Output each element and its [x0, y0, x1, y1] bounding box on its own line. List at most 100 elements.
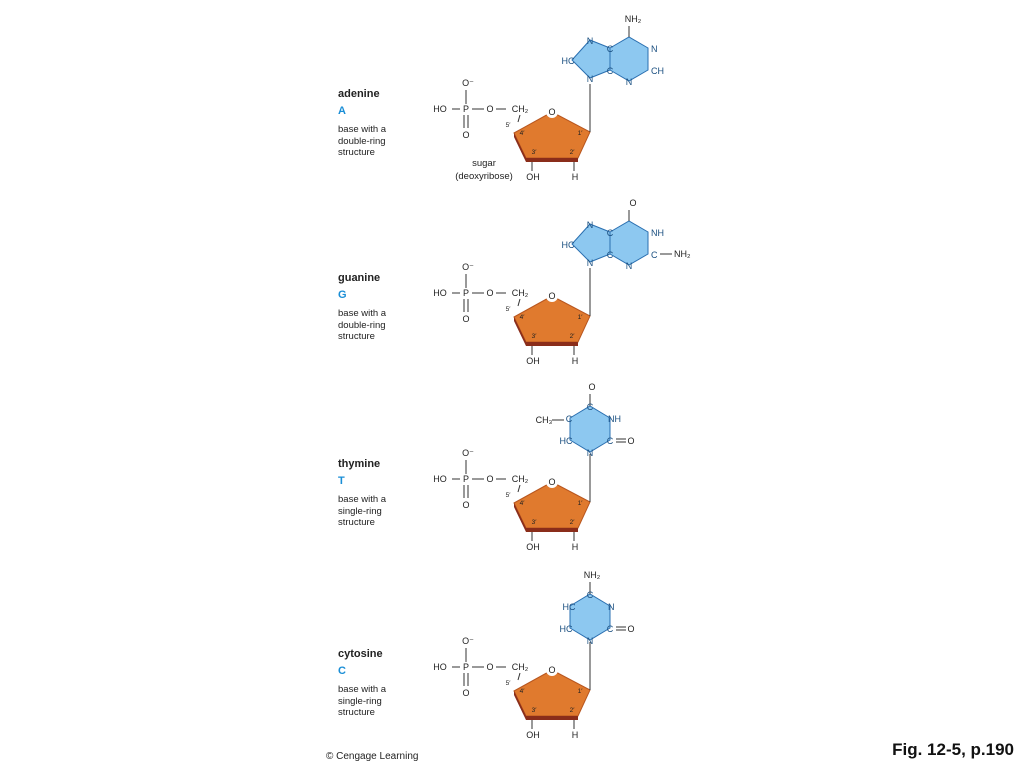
sugar-ring-oxygen: O	[548, 107, 555, 117]
sugar-oh: OH	[526, 730, 540, 740]
base-atom: N	[608, 602, 615, 612]
carbon-3-label: 3′	[532, 707, 538, 714]
base-atom: HC	[562, 56, 575, 66]
nucleotide-name: cytosine	[338, 648, 383, 660]
bond-line	[517, 114, 521, 123]
bond-line	[517, 298, 521, 307]
phosphate-p: P	[463, 104, 469, 114]
phosphate-o-link: O	[486, 474, 493, 484]
base-methyl-group: CH₃	[536, 415, 553, 425]
sugar-caption: sugar	[472, 158, 496, 169]
base-six-ring	[609, 36, 649, 82]
base-atom: HC	[560, 624, 573, 634]
nucleotide-letter: G	[338, 289, 347, 301]
base-atom: C	[607, 250, 614, 260]
phosphate-o-minus: O⁻	[462, 262, 474, 272]
nucleotide-name: adenine	[338, 88, 380, 100]
description-line: single-ring	[338, 695, 382, 707]
carbon-3-label: 3′	[532, 333, 538, 340]
carbon-5-label: 5′	[506, 306, 512, 313]
sugar-pentagon	[513, 111, 591, 159]
sugar-h: H	[572, 730, 579, 740]
phosphate-ho: HO	[433, 104, 447, 114]
carbon-2-label: 2′	[570, 149, 576, 156]
bond-line	[517, 672, 521, 681]
sugar-edge-left	[514, 503, 526, 532]
phosphate-ho: HO	[433, 662, 447, 672]
base-atom: HC	[563, 602, 576, 612]
base-top-group: O	[629, 198, 636, 208]
phosphate-ch2: CH₂	[512, 662, 529, 672]
carbon-3-label: 3′	[532, 519, 538, 526]
description-line: structure	[338, 517, 375, 528]
sugar-ring-oxygen: O	[548, 291, 555, 301]
phosphate-o-link: O	[486, 662, 493, 672]
sugar-edge-front	[526, 716, 578, 720]
sugar-edge-left	[514, 317, 526, 346]
description-line: double-ring	[338, 135, 386, 147]
phosphate-p: P	[463, 474, 469, 484]
phosphate-o-link: O	[486, 288, 493, 298]
base-atom: C	[607, 436, 614, 446]
base-top-group: NH₂	[584, 570, 601, 580]
phosphate-ho: HO	[433, 288, 447, 298]
phosphate-o-link: O	[486, 104, 493, 114]
base-atom: N	[587, 636, 594, 646]
base-six-ring	[569, 593, 611, 641]
sugar-ring-oxygen: O	[548, 477, 555, 487]
base-atom: C	[587, 590, 594, 600]
carbon-2-label: 2′	[570, 707, 576, 714]
base-atom: C	[607, 228, 614, 238]
sugar-ring-oxygen: O	[548, 665, 555, 675]
base-atom: CH	[651, 66, 664, 76]
phosphate-o-bottom: O	[462, 314, 469, 324]
sugar-edge-front	[526, 158, 578, 162]
phosphate-p: P	[463, 662, 469, 672]
carbon-2-label: 2′	[570, 519, 576, 526]
phosphate-p: P	[463, 288, 469, 298]
base-atom: HC	[562, 240, 575, 250]
phosphate-o-bottom: O	[462, 130, 469, 140]
sugar-pentagon	[513, 295, 591, 343]
sugar-pentagon	[513, 669, 591, 717]
base-five-ring	[571, 39, 611, 79]
base-atom: C	[607, 44, 614, 54]
base-atom: N	[587, 220, 594, 230]
ring-oxygen-bg	[546, 106, 558, 118]
base-side-group: NH₂	[674, 249, 691, 259]
base-atom: N	[587, 36, 594, 46]
description-line: base with a	[338, 308, 387, 319]
carbon-1-label: 1′	[578, 500, 584, 507]
sugar-oh: OH	[526, 172, 540, 182]
base-atom: HC	[560, 436, 573, 446]
carbon-5-label: 5′	[506, 680, 512, 687]
description-line: single-ring	[338, 505, 382, 517]
phosphate-o-bottom: O	[462, 500, 469, 510]
carbon-5-label: 5′	[506, 492, 512, 499]
ring-oxygen-bg	[546, 476, 558, 488]
base-atom: N	[587, 74, 594, 84]
base-atom: N	[587, 258, 594, 268]
base-atom: C	[607, 66, 614, 76]
nucleotide-letter: C	[338, 665, 346, 677]
figure-reference: Fig. 12-5, p.190	[892, 740, 1014, 759]
base-top-group: O	[588, 382, 595, 392]
base-five-ring	[571, 223, 611, 263]
nucleotide-letter: A	[338, 105, 346, 117]
base-atom: N	[626, 77, 633, 87]
base-atom: C	[587, 402, 594, 412]
sugar-edge-left	[514, 691, 526, 720]
description-line: base with a	[338, 684, 387, 695]
